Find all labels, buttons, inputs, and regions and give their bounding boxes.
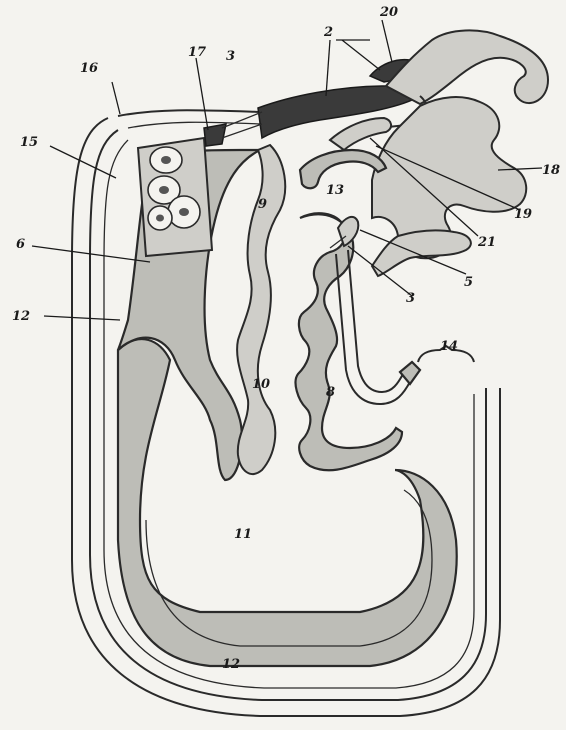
label-19: 19 — [514, 207, 532, 222]
label-2: 2 — [323, 25, 333, 40]
top-membrane — [118, 110, 262, 116]
label-6: 6 — [16, 237, 25, 252]
label-20: 20 — [379, 5, 398, 20]
label-9: 9 — [258, 197, 267, 212]
label-5: 5 — [464, 275, 473, 290]
nucleus-d — [156, 215, 164, 222]
dark-connector — [222, 112, 262, 138]
label-8: 8 — [326, 385, 335, 400]
central-folded-wall — [237, 145, 285, 474]
label-16: 16 — [80, 61, 98, 76]
lobe-spur — [372, 230, 471, 276]
gut-channel — [336, 254, 412, 404]
label-12-left: 12 — [12, 309, 30, 324]
nucleus-a — [161, 156, 171, 164]
label-13: 13 — [326, 183, 344, 198]
nucleus-c — [179, 208, 189, 216]
label-10: 10 — [252, 377, 270, 392]
top-membrane-inner — [128, 122, 262, 128]
label-3-top: 3 — [226, 49, 235, 64]
label-18: 18 — [542, 163, 560, 178]
gut-cap — [400, 362, 420, 384]
label-3-bottom: 3 — [406, 291, 415, 306]
nucleus-b — [159, 186, 169, 194]
label-15: 15 — [20, 135, 38, 150]
curved-tube-21 — [330, 118, 391, 150]
label-14: 14 — [440, 339, 458, 354]
label-12-bottom: 12 — [222, 657, 240, 672]
upper-right-loop — [386, 30, 548, 104]
label-11: 11 — [234, 527, 252, 542]
label-21: 21 — [477, 235, 496, 250]
label-17: 17 — [188, 45, 206, 60]
